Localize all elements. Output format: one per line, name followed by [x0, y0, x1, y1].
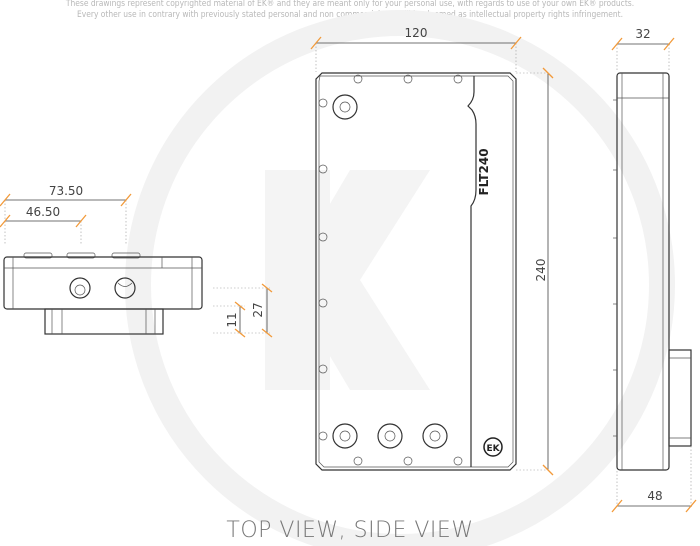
- svg-text:240: 240: [534, 259, 548, 282]
- svg-text:46.50: 46.50: [26, 205, 60, 219]
- svg-text:32: 32: [635, 27, 650, 41]
- screw-holes: [318, 74, 463, 466]
- dimension-top-inner: 46.50: [0, 205, 87, 245]
- disclaimer-line-1: These drawings represent copyrighted mat…: [65, 0, 635, 8]
- svg-text:27: 27: [251, 302, 265, 317]
- dimension-top-outer: 73.50: [0, 184, 132, 245]
- dimension-ports: 11 27: [213, 283, 273, 338]
- product-label: FLT240: [477, 148, 491, 195]
- side-view: [613, 72, 692, 471]
- svg-text:73.50: 73.50: [49, 184, 83, 198]
- svg-text:120: 120: [405, 26, 428, 40]
- drawing-caption: TOP VIEW, SIDE VIEW: [226, 518, 474, 543]
- front-view-plate: FLT240 EK: [315, 72, 517, 471]
- svg-text:11: 11: [225, 312, 239, 327]
- ports: [332, 94, 448, 449]
- ek-logo: EK: [483, 437, 503, 457]
- dimension-width: 120: [310, 26, 522, 72]
- svg-text:EK: EK: [486, 444, 500, 454]
- dimension-side-bottom: 48: [611, 446, 697, 513]
- disclaimer-line-2: Every other use in contrary with previou…: [77, 9, 623, 19]
- ek-watermark: [125, 10, 675, 546]
- svg-text:48: 48: [647, 489, 662, 503]
- dimension-side-top: 32: [611, 27, 675, 72]
- dimension-height: 240: [516, 67, 554, 476]
- top-view: [3, 252, 203, 335]
